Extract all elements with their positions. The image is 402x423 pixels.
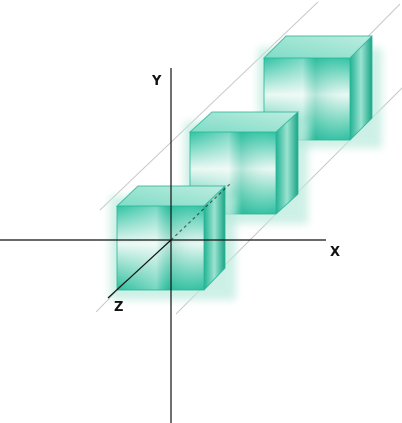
z-axis-label: Z [114, 300, 123, 315]
cube-front [110, 185, 236, 300]
y-axis-label: Y [151, 74, 162, 89]
cube-back-side [350, 36, 372, 140]
axes [0, 68, 326, 423]
cube-middle-top [190, 112, 298, 132]
x-axis-label: X [330, 245, 340, 260]
cube-front-side [204, 186, 225, 290]
guide-line-upper [99, 1, 319, 211]
cube-middle-side [276, 112, 298, 214]
z-axis [107, 239, 172, 299]
cube-back-top [264, 36, 372, 58]
z-axis-hidden [170, 181, 233, 241]
